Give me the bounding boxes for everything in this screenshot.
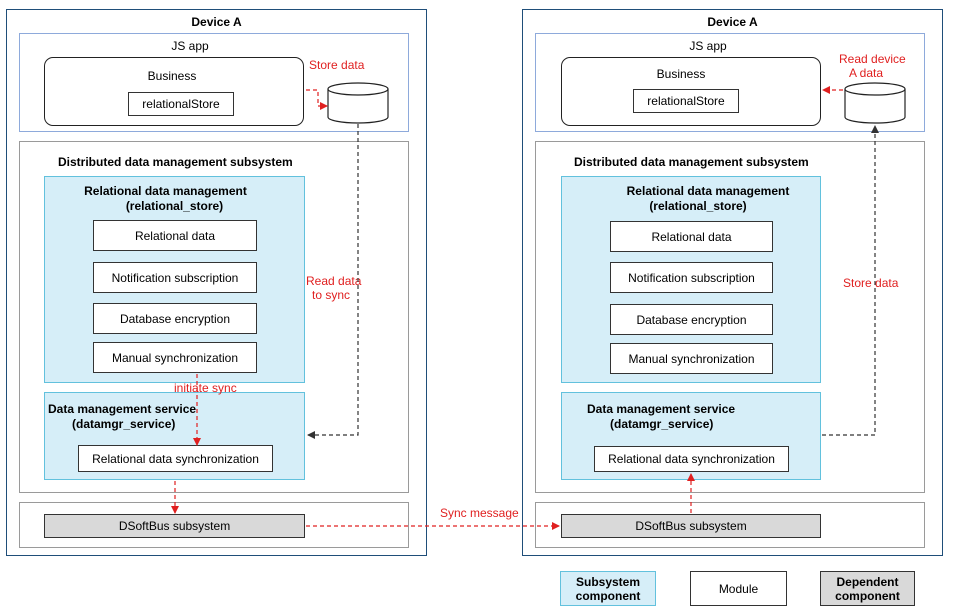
dsoftbus-component: DSoftBus subsystem [44, 514, 305, 538]
legend-module: Module [690, 571, 787, 606]
rdm-sub: (relational_store) [125, 199, 224, 213]
module-notification-subscription: Notification subscription [93, 262, 257, 293]
module-relational-data-sync: Relational data synchronization [594, 446, 789, 472]
ddm-subsystem-title: Distributed data management subsystem [58, 155, 293, 169]
business-label: Business [656, 67, 706, 81]
rdm-sub: (relational_store) [649, 199, 747, 213]
read-data-label-1: Read data [306, 274, 362, 288]
store-data-label: Store data [309, 58, 365, 72]
module-relational-data-sync: Relational data synchronization [78, 445, 273, 472]
module-manual-synchronization: Manual synchronization [93, 342, 257, 373]
module-manual-synchronization: Manual synchronization [610, 343, 773, 374]
store-data-label: Store data [843, 276, 899, 290]
read-device-label-1: Read device [839, 52, 906, 66]
database-cylinder-icon [327, 82, 389, 124]
legend-subsystem-text-1: Subsystem [575, 574, 641, 589]
dms-title: Data management service [48, 402, 197, 416]
read-device-label-2: A data [849, 66, 884, 80]
module-relational-data: Relational data [610, 221, 773, 252]
database-cylinder-icon [844, 82, 906, 124]
dms-sub: (datamgr_service) [72, 417, 176, 431]
read-data-arrow [307, 124, 359, 439]
store-data-arrow [822, 125, 879, 436]
relationalstore-module: relationalStore [633, 89, 739, 113]
module-relational-data: Relational data [93, 220, 257, 251]
initiate-sync-label: initiate sync [174, 381, 237, 395]
legend-subsystem-text-2: component [575, 588, 641, 603]
device-title: Device A [707, 15, 758, 29]
dms-sub: (datamgr_service) [610, 417, 714, 431]
dsoftbus-component: DSoftBus subsystem [561, 514, 821, 538]
ddm-subsystem-title: Distributed data management subsystem [574, 155, 809, 169]
legend-subsystem-component: Subsystem component [560, 571, 656, 606]
sync-message-label: Sync message [440, 506, 519, 520]
js-app-label: JS app [689, 39, 727, 53]
rdm-title: Relational data management [626, 184, 790, 198]
module-database-encryption: Database encryption [610, 304, 773, 335]
module-database-encryption: Database encryption [93, 303, 257, 334]
legend-dependent-component: Dependent component [820, 571, 915, 606]
legend-dependent-text-2: component [835, 588, 900, 603]
read-data-label-2: to sync [312, 288, 351, 302]
legend-dependent-text-1: Dependent [836, 574, 899, 589]
device-title: Device A [191, 15, 242, 29]
dms-title: Data management service [587, 402, 736, 416]
relationalstore-module: relationalStore [128, 92, 234, 116]
module-notification-subscription: Notification subscription [610, 262, 773, 293]
business-label: Business [147, 69, 197, 83]
store-data-arrow [306, 89, 328, 110]
rdm-title: Relational data management [84, 184, 247, 198]
js-app-label: JS app [171, 39, 209, 53]
